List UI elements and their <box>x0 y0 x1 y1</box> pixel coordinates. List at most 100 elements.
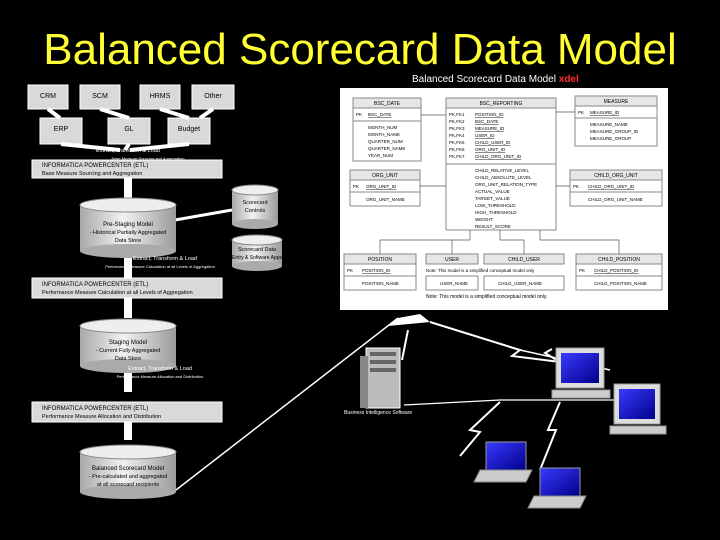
informatica-1-title: INFORMATICA POWERCENTER (ETL) <box>42 163 148 169</box>
pk-field: BSC_DATE <box>368 112 391 117</box>
source-crm: CRM <box>27 84 69 110</box>
pk-field: MEASURE_ID <box>590 110 620 115</box>
field: CHILD_ABSOLUTE_LEVEL <box>475 175 532 180</box>
source-other: Other <box>191 84 235 110</box>
table-name: ORG_UNIT <box>372 173 398 179</box>
source-gl-label: GL <box>124 126 133 133</box>
field: ORG_UNIT_RELATION_TYPE <box>475 182 537 187</box>
desktop-computer-icon <box>609 383 667 435</box>
subtitle-text: Balanced Scorecard Data Model <box>412 74 556 85</box>
subtitle: Balanced Scorecard Data Model xdel <box>412 74 579 85</box>
source-scm: SCM <box>79 84 121 110</box>
source-hrms: HRMS <box>139 84 181 110</box>
field: MONTH_NUM <box>368 125 397 130</box>
field: CHILD_USER_NAME <box>498 281 542 286</box>
table-org-unit: ORG_UNIT PK ORG_UNIT_ID ORG_UNIT_NAME <box>349 169 421 207</box>
table-position: POSITION PK POSITION_ID POSITION_NAME <box>343 253 417 291</box>
server-icon <box>360 347 401 409</box>
etl1-label: Extract, Transform & Load <box>96 148 160 154</box>
etl1-sub: Base Measure Sourcing and Aggregation <box>112 156 185 161</box>
field: HIGH_THRESHOLD <box>475 210 517 215</box>
field: LOW_THRESHOLD <box>475 203 516 208</box>
field: CHILD_ORG_UNIT_NAME <box>588 197 643 202</box>
informatica-box-1: INFORMATICA POWERCENTER (ETL) Base Measu… <box>31 159 223 179</box>
table-name: USER <box>445 257 459 263</box>
flow-panel: CRM SCM HRMS Other ERP GL Budget <box>27 84 399 499</box>
table-measure: MEASURE PK MEASURE_ID MEASURE_NAME MEASU… <box>574 95 658 147</box>
field: ACTUAL_VALUE <box>475 189 510 194</box>
informatica-3-sub: Performance Measure Allocation and Distr… <box>42 414 161 420</box>
pk-field: CHILD_USER_ID <box>475 140 511 145</box>
pk-key: PK,FK2 <box>449 119 465 124</box>
source-crm-label: CRM <box>40 93 56 100</box>
desktop-computer-icon <box>551 347 611 399</box>
pk-key: PK,FK4 <box>449 133 465 138</box>
table-bsc-reporting: BSC_REPORTING PK,FK1 POSITION_ID PK,FK2 … <box>445 97 557 231</box>
pre-staging-line3: Data Store <box>115 238 141 244</box>
field: POSITION_NAME <box>362 281 399 286</box>
model-note-small: Note: This model is a simplified concept… <box>426 268 535 273</box>
field: MEASURE_GROUP <box>590 136 631 141</box>
staging-line1: Staging Model <box>109 340 147 346</box>
bi-software-label: Business Intelligence Software <box>344 410 412 416</box>
scorecard-apps-line2: Entry & Software Apps <box>232 255 283 261</box>
field: ORG_UNIT_NAME <box>366 197 405 202</box>
table-name: CHILD_POSITION <box>598 257 640 263</box>
informatica-2-title: INFORMATICA POWERCENTER (ETL) <box>42 282 148 288</box>
subtitle-tail: xdel <box>558 74 579 85</box>
field: MONTH_NAME <box>368 132 400 137</box>
field: MEASURE_NAME <box>590 122 628 127</box>
table-name: CHILD_USER <box>508 257 540 263</box>
field: YEAR_NUM <box>368 153 393 158</box>
model-note: Note: This model is a simplified concept… <box>426 294 547 300</box>
final-model-line1: Balanced Scorecard Model <box>92 466 164 472</box>
table-child-user: CHILD_USER CHILD_USER_NAME <box>483 253 565 291</box>
pk-key: PK,FK7 <box>449 154 465 159</box>
pk-key: PK <box>356 112 362 117</box>
pk-key: PK,FK5 <box>449 140 465 145</box>
table-child-org-unit: CHILD_ORG_UNIT PK CHILD_ORG_UNIT_ID CHIL… <box>569 169 663 207</box>
pk-field: USER_ID <box>475 133 495 138</box>
pk-key: PK,FK1 <box>449 112 465 117</box>
pk-field: CHILD_ORG_UNIT_ID <box>475 154 522 159</box>
pk-key: PK,FK3 <box>449 126 465 131</box>
scorecard-controls-line1: Scorecard <box>242 200 267 206</box>
pk-key: PK <box>578 110 584 115</box>
etl2-label: Extract, Transform & Load <box>133 256 197 262</box>
pk-field: POSITION_ID <box>475 112 504 117</box>
pk-field: ORG_UNIT_ID <box>475 147 506 152</box>
source-budget: Budget <box>167 117 211 145</box>
source-scm-label: SCM <box>92 93 108 100</box>
laptop-icon <box>527 467 587 509</box>
network: Business Intelligence Software <box>344 314 667 509</box>
informatica-box-2: INFORMATICA POWERCENTER (ETL) Performanc… <box>31 277 223 299</box>
table-bsc-date: BSC_DATE PK BSC_DATE MONTH_NUM MONTH_NAM… <box>352 97 422 162</box>
staging-line3: Data Store <box>115 356 141 362</box>
final-model-line2: - Pre-calculated and aggregated <box>89 474 168 480</box>
field: QUARTER_NUM <box>368 139 403 144</box>
field: CHILD_POSITION_NAME <box>594 281 647 286</box>
field: RESULT_SCORE <box>475 224 511 229</box>
field: QUARTER_NAME <box>368 146 405 151</box>
laptop-icon <box>473 441 533 483</box>
etl3-label: Extract, Transform & Load <box>128 366 192 372</box>
pk-field: CHILD_POSITION_ID <box>594 268 639 273</box>
pk-key: PK,FK6 <box>449 147 465 152</box>
field: WEIGHT <box>475 217 493 222</box>
pre-staging-db: Pre-Staging Model - Historical Partially… <box>79 197 177 258</box>
source-other-label: Other <box>204 93 222 100</box>
field: TARGET_VALUE <box>475 196 510 201</box>
source-budget-label: Budget <box>178 126 200 133</box>
scorecard-controls-line2: Controls <box>245 208 266 214</box>
pk-field: POSITION_ID <box>362 268 391 273</box>
pk-key: PK <box>579 268 585 273</box>
table-name: BSC_REPORTING <box>480 101 523 107</box>
pk-key: PK <box>347 268 353 273</box>
staging-line2: - Current Fully Aggregated <box>96 348 161 354</box>
field: CHILD_RELATIVE_LEVEL <box>475 168 529 173</box>
page-title: Balanced Scorecard Data Model <box>43 25 677 74</box>
table-child-position: CHILD_POSITION PK CHILD_POSITION_ID CHIL… <box>575 253 663 291</box>
informatica-box-3: INFORMATICA POWERCENTER (ETL) Performanc… <box>31 401 223 423</box>
pk-key: PK <box>573 184 579 189</box>
